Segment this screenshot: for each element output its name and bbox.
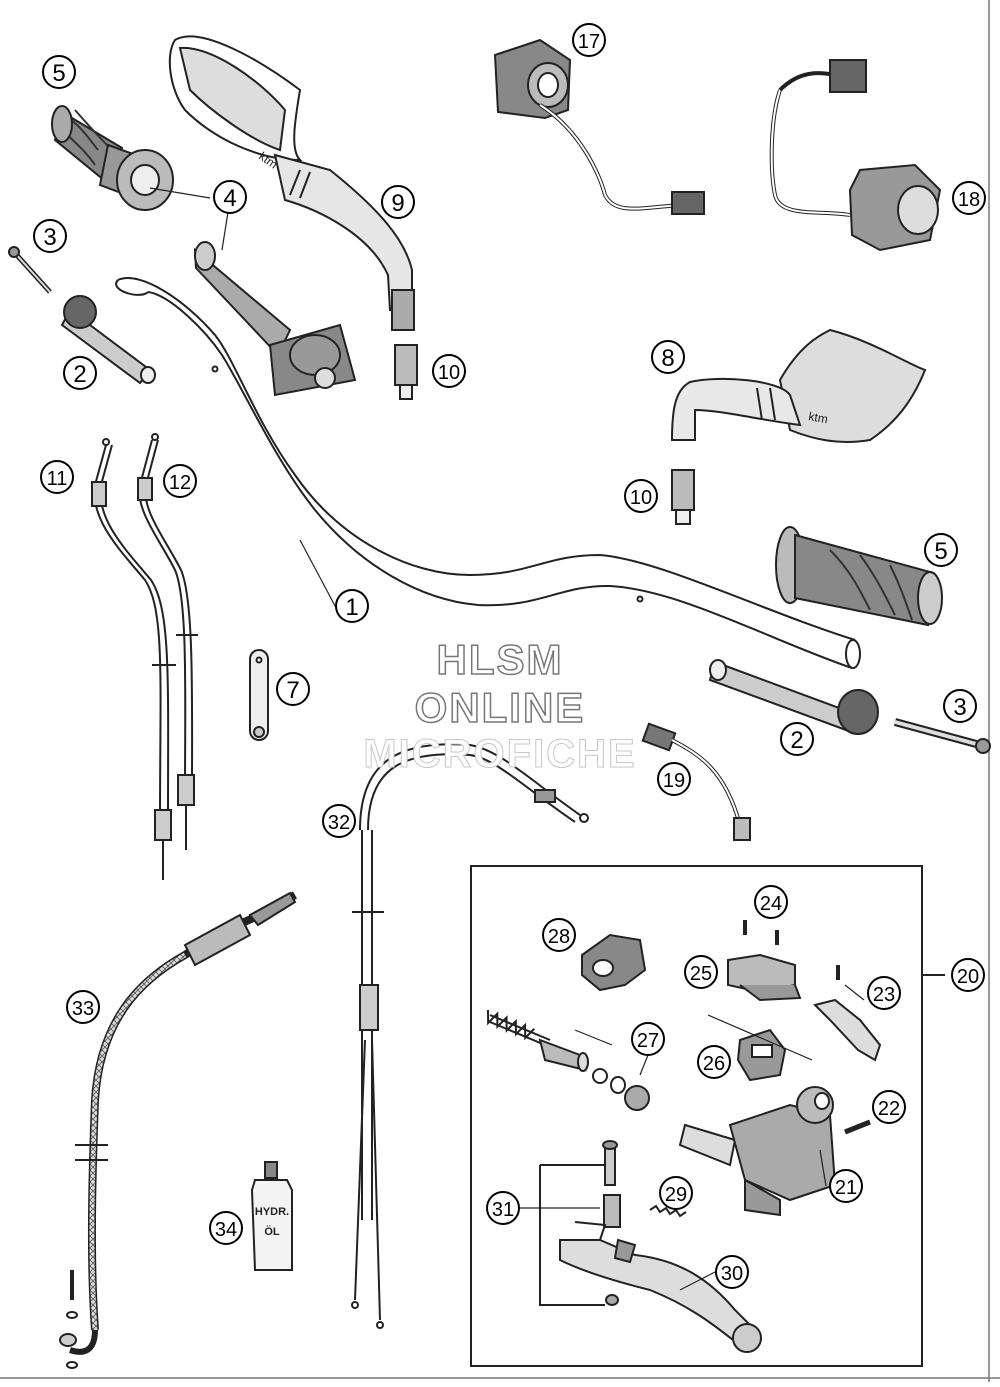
callout-2-left: 2: [63, 356, 97, 390]
mirror-left: ktm: [168, 35, 415, 331]
watermark-line-1: HLSM: [436, 635, 564, 684]
callout-label: 5: [52, 60, 65, 87]
master-cylinder-parts: [487, 920, 882, 1353]
callout-11: 11: [40, 460, 74, 494]
callout-label: 8: [661, 345, 674, 372]
callout-label: 7: [286, 677, 299, 704]
callout-label: 20: [957, 966, 979, 988]
callout-label: 32: [328, 812, 350, 834]
callout-label: 34: [215, 1219, 237, 1241]
bar-end-screw-right: [893, 718, 991, 754]
watermark-line-2: ONLINE: [414, 683, 586, 732]
mirror-adapter-right: [671, 469, 695, 525]
callout-label: 3: [953, 694, 966, 721]
callout-12: 12: [163, 464, 197, 498]
callout-24: 24: [754, 885, 788, 919]
callout-34: 34: [209, 1211, 243, 1245]
callout-2-right: 2: [780, 722, 814, 756]
brand-mark-right: ktm: [807, 409, 828, 426]
callout-label: 9: [391, 190, 404, 217]
callout-10-mid: 10: [624, 479, 658, 513]
callout-3-left: 3: [33, 219, 67, 253]
callout-label: 1: [345, 594, 358, 621]
callout-29: 29: [659, 1176, 693, 1210]
switch-left: [493, 38, 705, 215]
callout-label: 10: [630, 487, 652, 509]
callout-label: 21: [835, 1177, 857, 1199]
callout-27: 27: [631, 1022, 665, 1056]
mirror-adapter-left: [394, 344, 418, 400]
callout-23: 23: [867, 976, 901, 1010]
callout-label: 27: [637, 1030, 659, 1052]
callout-label: 25: [690, 963, 712, 985]
handlebar: [115, 277, 861, 669]
callout-19: 19: [657, 762, 691, 796]
callout-5-top: 5: [42, 55, 76, 89]
bar-end-weight-right: [708, 659, 879, 735]
grip-left: [51, 105, 174, 211]
bottle-label-2: ÖL: [264, 1225, 280, 1238]
callout-1: 1: [335, 589, 369, 623]
callout-5-right: 5: [924, 533, 958, 567]
cable-clip: [249, 649, 269, 741]
callout-32: 32: [322, 804, 356, 838]
callout-30: 30: [715, 1255, 749, 1289]
callout-label: 2: [790, 727, 803, 754]
grip-right: [775, 526, 943, 627]
watermark-line-3: MICROFICHE: [363, 732, 637, 777]
bar-end-weight-left: [60, 295, 156, 385]
callout-label: 23: [873, 984, 895, 1006]
hydraulic-line: [59, 891, 297, 1369]
throttle-cables: [91, 433, 198, 880]
mirror-right: ktm: [670, 328, 927, 443]
callout-label: 11: [47, 468, 68, 490]
callout-label: 26: [703, 1053, 725, 1075]
sensor-cable: [641, 722, 751, 841]
callout-label: 17: [578, 31, 600, 53]
callout-8: 8: [651, 340, 685, 374]
callout-20: 20: [951, 958, 985, 992]
callout-25: 25: [684, 955, 718, 989]
bottle-label-1: HYDR.: [255, 1206, 289, 1218]
callout-label: 3: [43, 224, 56, 251]
callout-label: 30: [721, 1263, 743, 1285]
callout-label: 12: [169, 472, 191, 494]
callout-label: 22: [878, 1098, 900, 1120]
leader-lines: [149, 187, 945, 1291]
callout-label: 18: [958, 189, 980, 211]
callout-18: 18: [952, 181, 986, 215]
callout-26: 26: [697, 1045, 731, 1079]
callout-22: 22: [872, 1090, 906, 1124]
callout-31: 31: [486, 1191, 520, 1225]
callout-label: 33: [72, 998, 94, 1020]
callout-label: 19: [663, 770, 685, 792]
bar-end-screw-left: [8, 246, 52, 294]
callout-label: 29: [665, 1184, 687, 1206]
hydraulic-oil-bottle: HYDR. ÖL: [250, 1161, 293, 1271]
callout-33: 33: [66, 990, 100, 1024]
line-32: [351, 743, 589, 1329]
callout-9: 9: [381, 185, 415, 219]
callout-10-top: 10: [432, 354, 466, 388]
callout-28: 28: [542, 918, 576, 952]
callout-label: 2: [73, 361, 86, 388]
callout-17: 17: [572, 23, 606, 57]
callout-label: 5: [934, 538, 947, 565]
callout-group: 5 4 3 2 9 10 17 18 8 10 11 12 1 5 7 3 2 …: [33, 23, 986, 1289]
throttle-sleeve: [193, 241, 357, 397]
switch-right: [769, 59, 942, 252]
callout-21: 21: [829, 1169, 863, 1203]
callout-label: 24: [760, 893, 782, 915]
callout-label: 10: [438, 362, 460, 384]
callout-label: 4: [223, 185, 236, 212]
callout-label: 31: [492, 1199, 514, 1221]
callout-3-right: 3: [943, 689, 977, 723]
callout-4: 4: [213, 180, 247, 214]
callout-7: 7: [276, 672, 310, 706]
callout-label: 28: [548, 926, 570, 948]
